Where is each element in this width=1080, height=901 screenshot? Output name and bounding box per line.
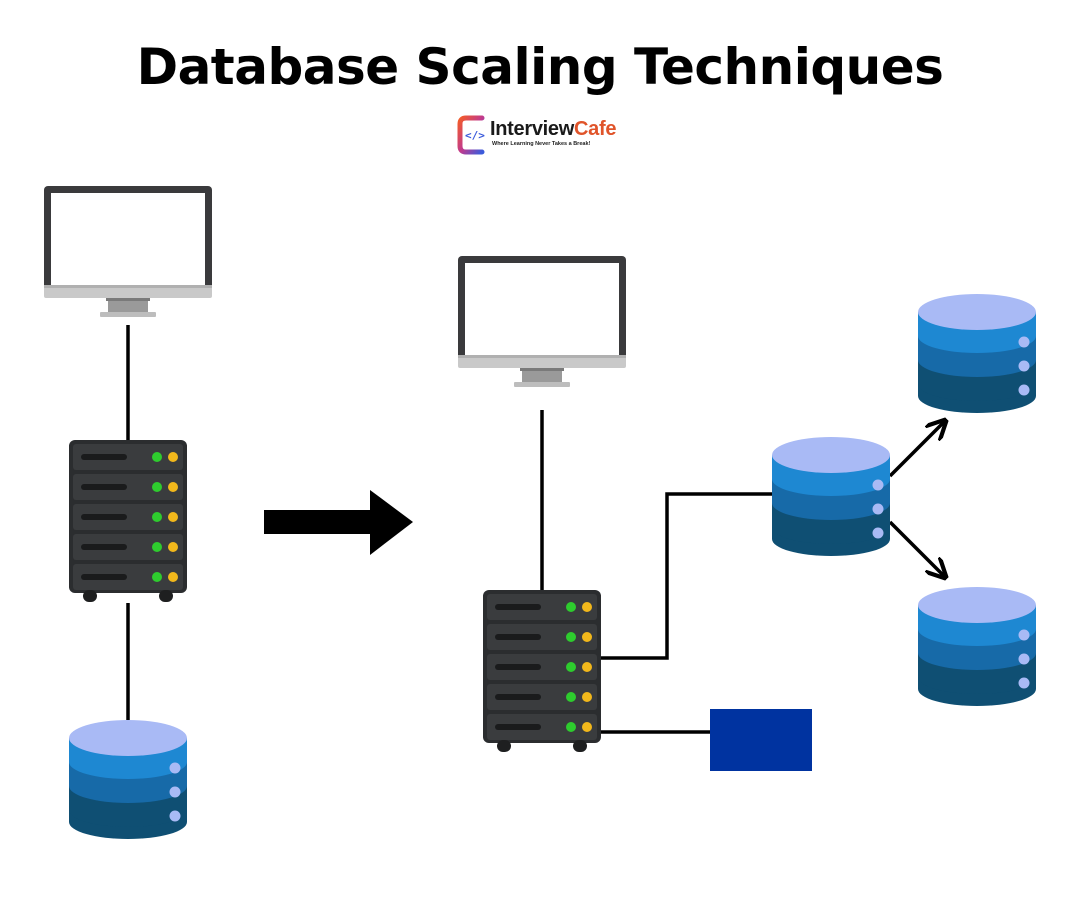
logo-name-part1: Interview xyxy=(490,118,574,140)
svg-text:</>: </> xyxy=(465,129,485,142)
arrow-right-icon xyxy=(264,490,413,555)
monitor-icon xyxy=(44,186,212,317)
cache-box xyxy=(710,709,812,771)
server-rack-icon xyxy=(69,440,187,602)
database-icon xyxy=(772,437,890,556)
page-title: Database Scaling Techniques xyxy=(136,38,944,96)
server-rack-icon xyxy=(483,590,601,752)
arrow-primary-to-replica-bottom xyxy=(888,520,944,576)
monitor-icon xyxy=(458,256,626,387)
connector-server-primary-db xyxy=(600,492,774,660)
database-icon xyxy=(918,294,1036,413)
database-icon xyxy=(918,587,1036,706)
database-icon xyxy=(69,720,187,839)
logo-tagline: Where Learning Never Takes a Break! xyxy=(492,141,591,147)
logo-wordmark: InterviewCafe xyxy=(490,118,616,141)
logo-mark-icon: </> xyxy=(457,115,485,155)
interviewcafe-logo: </> InterviewCafe Where Learning Never T… xyxy=(456,114,646,156)
logo-name-part2: Cafe xyxy=(574,118,617,140)
arrow-primary-to-replica-top xyxy=(888,422,944,478)
